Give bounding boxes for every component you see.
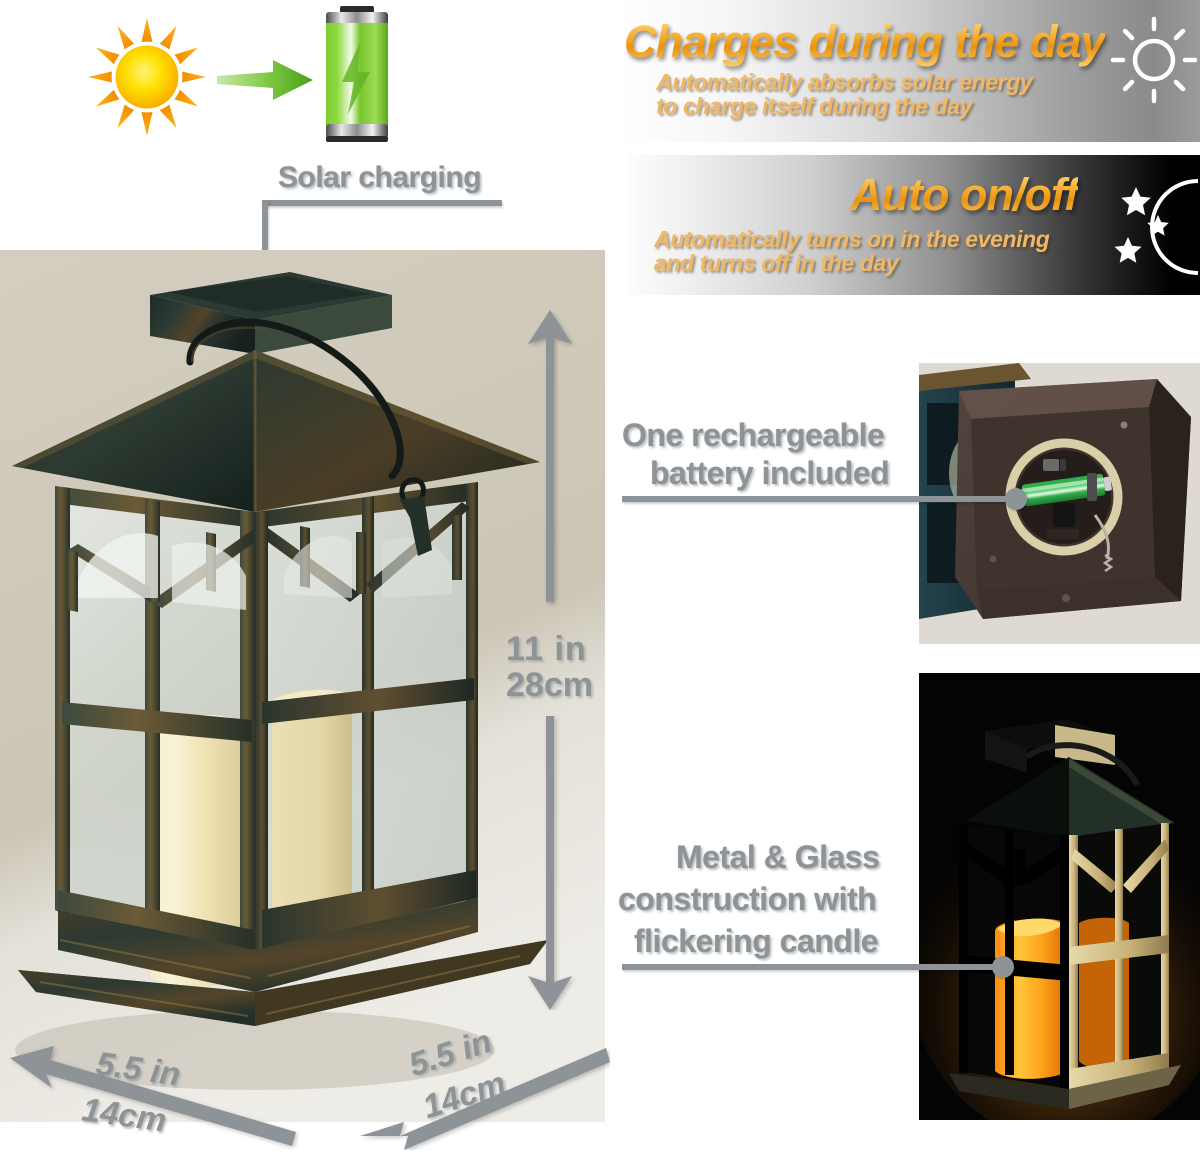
sun-icon bbox=[88, 18, 206, 136]
battery-charging-icon bbox=[326, 6, 388, 142]
moon-stars-icon bbox=[1114, 179, 1199, 275]
banner-day-subtitle-line1: Automatically absorbs solar energy bbox=[656, 69, 1033, 95]
metal-glass-callout-dot bbox=[992, 956, 1014, 978]
height-inches-label: 11 in bbox=[506, 630, 587, 668]
solar-charging-label: Solar charging bbox=[278, 161, 482, 194]
battery-callout-leader bbox=[622, 496, 1012, 502]
height-cm-label: 28cm bbox=[506, 666, 593, 704]
banner-night-subtitle-line1: Automatically turns on in the evening bbox=[654, 226, 1050, 252]
banner-day-subtitle-line2: to charge itself during the day bbox=[656, 93, 973, 119]
banner-charges-during-the-day: Charges during the day Automatically abs… bbox=[618, 0, 1200, 142]
arrow-right-icon bbox=[217, 60, 313, 100]
battery-callout-dot bbox=[1005, 488, 1027, 510]
sun-outline-icon bbox=[1110, 16, 1198, 104]
height-dimension-arrow bbox=[528, 310, 572, 1010]
banner-day-title: Charges during the day bbox=[624, 16, 1106, 67]
solar-leader-horizontal bbox=[262, 200, 502, 206]
metal-glass-callout-line1: Metal & Glass bbox=[676, 839, 880, 875]
banner-auto-on-off: Auto on/off Automatically turns on in th… bbox=[628, 155, 1200, 295]
metal-glass-callout-line3: flickering candle bbox=[634, 923, 879, 959]
solar-leader-vertical bbox=[262, 200, 268, 272]
battery-callout-line1: One rechargeable bbox=[622, 417, 885, 453]
metal-glass-callout-leader bbox=[622, 964, 1012, 970]
banner-night-title: Auto on/off bbox=[850, 169, 1079, 220]
width-left-dimension-arrow bbox=[10, 1046, 296, 1146]
battery-callout-line2: battery included bbox=[650, 455, 890, 491]
metal-glass-callout-line2: construction with bbox=[618, 881, 877, 917]
banner-night-subtitle-line2: and turns off in the day bbox=[654, 250, 899, 276]
width-right-dimension-arrow bbox=[360, 1048, 610, 1150]
lantern-lit-at-night-photo bbox=[919, 673, 1200, 1120]
lantern-product-photo bbox=[0, 250, 605, 1122]
battery-compartment-photo bbox=[919, 363, 1200, 644]
solar-charging-block: Solar charging bbox=[0, 0, 620, 282]
